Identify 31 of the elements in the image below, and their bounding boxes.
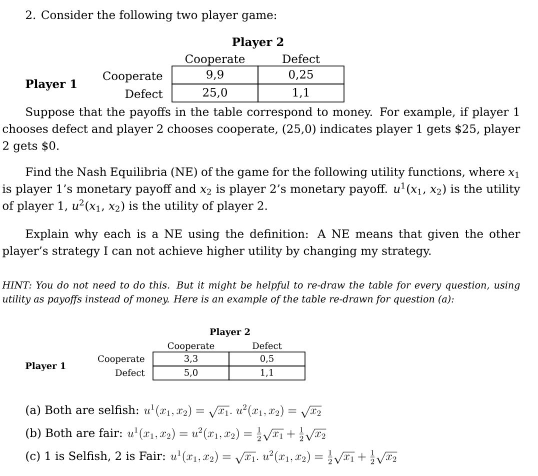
row-header: Cooperate: [103, 72, 162, 82]
column-player-label: Player 2: [210, 328, 250, 337]
table-cell: 0,5: [228, 352, 306, 366]
row-header: Defect: [116, 369, 145, 376]
hint-text: HINT: You do not need to do this. But it might be helpful to re-draw the table for every question, using utility as payoffs instead of money. Here is an example of the table re-drawn for question (a):: [2, 281, 520, 305]
table-cell: 5,0: [152, 366, 230, 380]
question-text: (c) 1 is Selfish, 2 is Fair:: [26, 451, 165, 462]
formula: $u^{1}(x_{1},x_{2})=\sqrt{x_{1}}.\; u^{2}(x_{1},x_{2})=\sqrt{x_{2}}$: [144, 404, 322, 418]
formula: $u^{1}(x_{1},x_{2})=\sqrt{x_{1}}.\; u^{2}(x_{1},x_{2})=\frac{1}{2}\sqrt{x_{1}}+\frac{1}{2}\sqrt{x_{2}}$: [170, 450, 398, 464]
table-cell: 1,1: [228, 366, 306, 380]
column-header: Cooperate: [168, 342, 214, 351]
table-cell: 1,1: [258, 84, 344, 102]
question-heading: 2. Consider the following two player game:: [26, 10, 276, 22]
column-header: Cooperate: [185, 54, 245, 66]
table-cell: 25,0: [172, 84, 258, 102]
table-cell: 3,3: [152, 352, 230, 366]
column-header: Defect: [282, 54, 320, 64]
row-player-label: Player 1: [26, 79, 76, 91]
question-text: (b) Both are fair:: [26, 428, 122, 439]
table-cell: 0,25: [258, 66, 344, 84]
column-player-label: Player 2: [232, 37, 284, 49]
question-text: (a) Both are selfish:: [26, 405, 138, 416]
row-player-label: Player 1: [26, 362, 66, 371]
row-header: Defect: [125, 89, 163, 98]
column-header: Defect: [252, 342, 282, 350]
formula: $u^{1}(x_{1},x_{2})=u^{2}(x_{1},x_{2})=\frac{1}{2}\sqrt{x_{1}}+\frac{1}{2}\sqrt{x_{2}}$: [128, 426, 326, 442]
paragraph: Find the Nash Equilibria (NE) of the game for the following utility functions, where x$_{1}$ is player 1’s monetary payoff and x$_{2}$ is player 2’s monetary payoff. u$^{1}$(x$_{1}$, x$_{2}$) is the utility of player 1, u$^{2}$(x$_{1}$, x$_{2}$) is the utility of player 2.: [2, 167, 520, 212]
table-cell: 9,9: [172, 66, 258, 84]
row-header: Cooperate: [98, 355, 144, 364]
paragraph: Suppose that the payoffs in the table correspond to money. For example, if player 1 chooses defect and player 2 chooses cooperate, (25,0) indicates player 1 gets $25, player 2 gets $0.: [2, 107, 520, 152]
paragraph: Explain why each is a NE using the definition: A NE means that given the other player’s strategy I can not achieve higher utility by changing my strategy.: [2, 229, 520, 258]
